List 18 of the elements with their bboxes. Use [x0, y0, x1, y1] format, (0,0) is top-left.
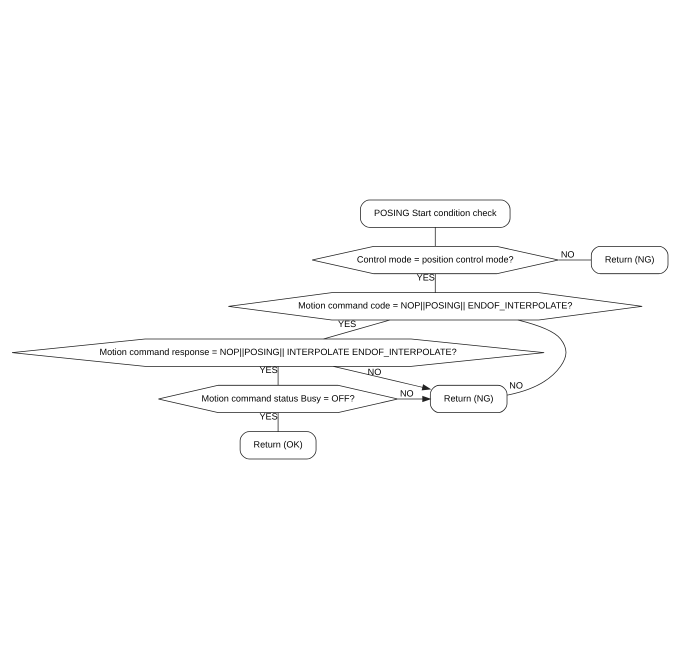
arrow [398, 396, 432, 402]
edge-label: YES [259, 365, 278, 376]
edge-label: NO [560, 249, 575, 260]
edge-label: YES [338, 318, 356, 329]
node-box: Return (NG) [590, 246, 668, 274]
edge-label: NO [400, 388, 414, 398]
node-box: Return (NG) [430, 384, 508, 414]
edge-label: YES [259, 411, 278, 422]
connector [434, 227, 436, 247]
connector [323, 320, 390, 340]
edge-label: YES [416, 272, 435, 283]
node-box: POSING Start condition check [360, 200, 510, 228]
connector [506, 320, 566, 396]
node-box: Return (OK) [240, 431, 316, 460]
arrow [332, 366, 432, 390]
edge-label: NO [509, 380, 523, 390]
edge-label: NO [368, 367, 382, 378]
connector [434, 273, 436, 293]
